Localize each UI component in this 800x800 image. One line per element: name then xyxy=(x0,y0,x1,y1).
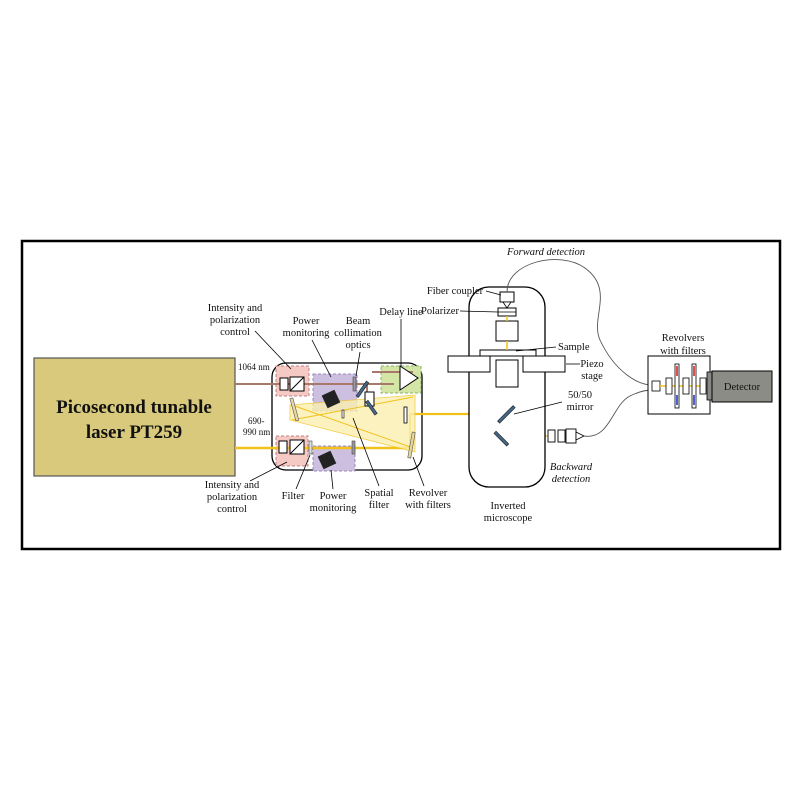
svg-text:Inverted: Inverted xyxy=(491,501,527,512)
backward-detection-optics xyxy=(547,428,585,444)
label-sample: Sample xyxy=(558,342,590,353)
svg-text:Spatial: Spatial xyxy=(364,488,393,499)
lower-mirror xyxy=(493,430,510,447)
svg-text:Beam: Beam xyxy=(346,316,371,327)
sample-slide xyxy=(479,349,537,357)
svg-text:collimation: collimation xyxy=(334,328,383,339)
svg-text:with filters: with filters xyxy=(405,500,451,511)
ir-wavelength-label: 1064 nm xyxy=(238,362,270,372)
label-revolvers-line1: Revolvers xyxy=(662,333,705,344)
svg-text:mirror: mirror xyxy=(567,402,594,413)
svg-text:polarization: polarization xyxy=(207,492,258,503)
svg-text:control: control xyxy=(217,504,247,515)
label-intensity-bottom: Intensity and polarization control xyxy=(205,480,260,515)
label-forward-detection: Forward detection xyxy=(506,247,585,258)
label-filter: Filter xyxy=(282,491,305,502)
label-fiber-coupler: Fiber coupler xyxy=(427,286,484,297)
svg-text:Power: Power xyxy=(320,491,347,502)
svg-text:monitoring: monitoring xyxy=(310,503,357,514)
forward-fiber xyxy=(506,259,653,386)
fiber-coupler-top xyxy=(499,291,515,303)
svg-text:optics: optics xyxy=(345,340,370,351)
label-revolvers-line2: with filters xyxy=(660,346,706,357)
detector-box xyxy=(711,370,773,403)
label-backward-detection: Backward detection xyxy=(550,462,593,485)
vis-wavelength-label-1: 690- xyxy=(248,416,265,426)
label-power-bottom: Power monitoring xyxy=(310,491,357,514)
svg-text:detection: detection xyxy=(552,474,590,485)
svg-text:Power: Power xyxy=(293,316,320,327)
svg-text:Intensity and: Intensity and xyxy=(208,303,263,314)
stage-right xyxy=(522,355,566,373)
svg-text:microscope: microscope xyxy=(484,513,533,524)
label-delay-line: Delay line xyxy=(379,307,423,318)
svg-text:Piezo: Piezo xyxy=(580,359,603,370)
dichroic-mirror xyxy=(497,405,516,424)
label-intensity-top: Intensity and polarization control xyxy=(208,303,263,338)
stage-left xyxy=(447,355,491,373)
laser-title-line2: laser PT259 xyxy=(86,422,182,443)
svg-text:50/50: 50/50 xyxy=(568,390,592,401)
svg-text:Revolver: Revolver xyxy=(409,488,448,499)
vis-wavelength-label-2: 990 nm xyxy=(243,427,270,437)
svg-text:filter: filter xyxy=(369,500,390,511)
label-spatial-filter: Spatial filter xyxy=(364,488,393,511)
label-beam-collimation: Beam collimation optics xyxy=(334,316,383,351)
svg-text:Intensity and: Intensity and xyxy=(205,480,260,491)
visible-beam xyxy=(235,360,548,453)
label-detector: Detector xyxy=(724,382,761,393)
label-mirror: 50/50 mirror xyxy=(567,390,594,413)
backward-fiber xyxy=(583,389,653,437)
svg-text:polarization: polarization xyxy=(210,315,261,326)
revolver-optics xyxy=(651,363,713,409)
label-revolver-bottom: Revolver with filters xyxy=(405,488,451,511)
svg-text:control: control xyxy=(220,327,250,338)
objective xyxy=(495,359,519,388)
label-polarizer: Polarizer xyxy=(421,306,459,317)
label-power-top: Power monitoring xyxy=(283,316,330,339)
laser-title-line1: Picosecond tunable xyxy=(56,397,212,418)
label-piezo-stage: Piezo stage xyxy=(580,359,603,382)
condenser xyxy=(495,320,519,342)
label-inverted-microscope: Inverted microscope xyxy=(484,501,533,524)
bench-optics xyxy=(278,365,419,470)
svg-text:stage: stage xyxy=(581,371,603,382)
svg-text:Backward: Backward xyxy=(550,462,593,473)
laser-box xyxy=(33,357,236,477)
svg-text:monitoring: monitoring xyxy=(283,328,330,339)
